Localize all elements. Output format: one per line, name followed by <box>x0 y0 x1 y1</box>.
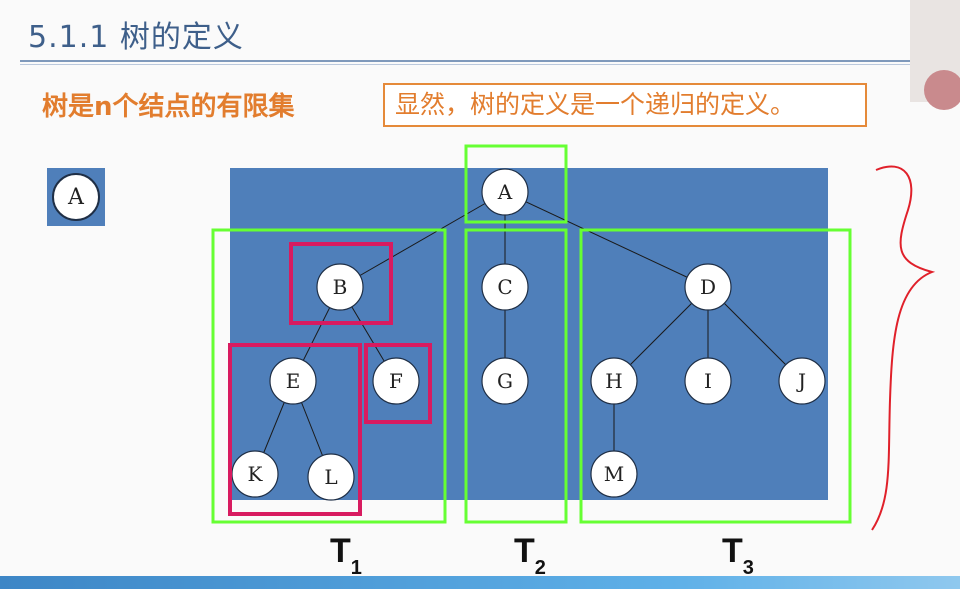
svg-text:K: K <box>248 462 264 486</box>
subtree-e-box <box>228 343 362 516</box>
single-node-tree: A <box>47 168 105 226</box>
tree-node-l: L <box>307 453 355 501</box>
svg-text:F: F <box>389 369 403 393</box>
tree-definition-heading: 树是n个结点的有限集 <box>42 92 295 122</box>
title-divider-thin <box>20 64 910 65</box>
root-box <box>464 144 568 224</box>
tree-node-e: E <box>269 357 317 405</box>
title-divider <box>20 60 910 62</box>
edge-a-d <box>504 191 709 288</box>
tree-node-h: H <box>590 357 638 405</box>
subtree-t1-box <box>211 228 447 524</box>
svg-text:M: M <box>604 462 624 486</box>
tree-node-i: I <box>684 357 732 405</box>
svg-text:A: A <box>497 180 513 204</box>
tree-background <box>230 168 828 500</box>
subtree-f-box <box>364 343 432 424</box>
svg-text:G: G <box>497 369 513 393</box>
tree-node-m: M <box>590 450 638 498</box>
tree-node-j: J <box>778 357 826 405</box>
tree-node-a: A <box>481 168 529 216</box>
svg-text:C: C <box>497 275 512 299</box>
svg-text:B: B <box>333 275 348 299</box>
tree-node-f: F <box>372 357 420 405</box>
curly-brace <box>871 165 936 531</box>
subtree-t2-box <box>464 228 568 524</box>
subtree-t3-box <box>579 228 852 524</box>
svg-text:E: E <box>286 369 301 393</box>
subtree-label-t1: T1 <box>330 532 362 579</box>
subtree-b-box <box>289 242 393 325</box>
footer-bar <box>0 576 960 589</box>
subtree-label-t2: T2 <box>514 532 546 579</box>
page-title: 5.1.1 树的定义 <box>28 20 244 55</box>
svg-text:H: H <box>605 369 622 393</box>
subtree-label-t3: T3 <box>722 532 754 579</box>
recursive-definition-note: 显然，树的定义是一个递归的定义。 <box>383 83 867 127</box>
tree-node-d: D <box>684 263 732 311</box>
svg-text:I: I <box>704 369 712 393</box>
svg-text:J: J <box>796 369 806 393</box>
svg-text:L: L <box>324 465 337 489</box>
presenter-face <box>924 70 960 110</box>
single-node: A <box>52 173 100 221</box>
tree-node-k: K <box>231 450 279 498</box>
svg-text:D: D <box>700 275 716 299</box>
tree-node-g: G <box>481 357 529 405</box>
tree-node-b: B <box>316 263 364 311</box>
webcam-overlay <box>910 0 960 110</box>
tree-node-c: C <box>481 263 529 311</box>
edge-a-b <box>339 191 506 288</box>
